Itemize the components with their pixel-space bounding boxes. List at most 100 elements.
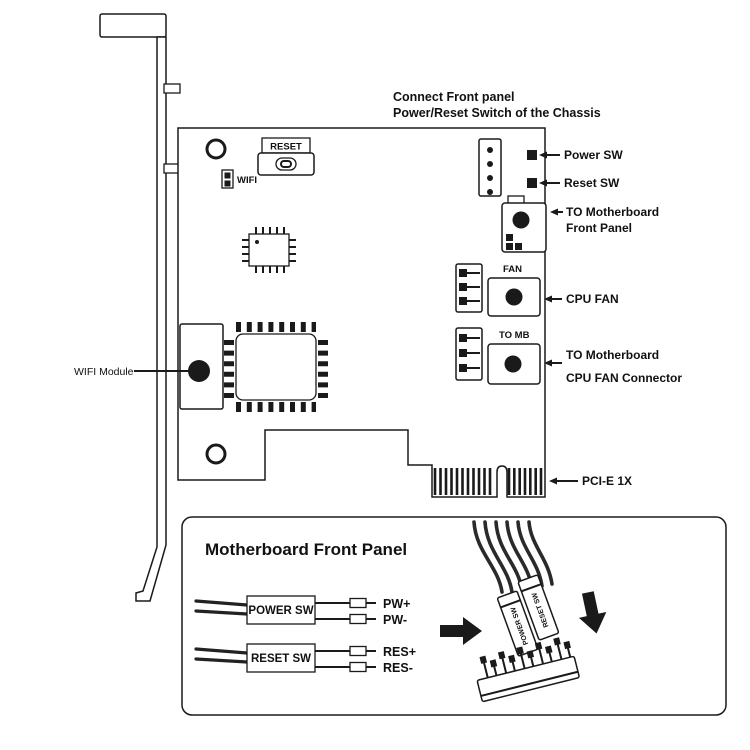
pcie-arrowhead-icon bbox=[549, 477, 557, 485]
wifi-module-label: WIFI Module bbox=[74, 366, 134, 378]
pcie-edge-connector bbox=[433, 468, 543, 495]
header-pin-dot-4 bbox=[487, 189, 493, 195]
pcie-label: PCI-E 1X bbox=[582, 474, 632, 488]
front-panel-connector-hole bbox=[512, 211, 530, 229]
down-arrow-icon bbox=[578, 591, 607, 634]
pin-head bbox=[563, 640, 571, 650]
power-sw-pad bbox=[527, 150, 537, 160]
pin-head bbox=[497, 651, 506, 660]
qfp-chip bbox=[224, 322, 328, 412]
to-mb-pin-1 bbox=[459, 334, 467, 342]
to-mb-pin-2 bbox=[459, 349, 467, 357]
ic-pin1-dot bbox=[255, 240, 259, 244]
header-pins-front bbox=[493, 647, 573, 680]
wifi-module: WIFI Module bbox=[74, 323, 224, 410]
power-sw-box-label: POWER SW bbox=[248, 605, 313, 617]
wifi-header: WIFI bbox=[221, 169, 257, 189]
bracket-top-tab bbox=[99, 13, 167, 38]
reset-label: RESET bbox=[270, 142, 302, 153]
res-minus-label: RES- bbox=[383, 661, 413, 675]
pw-minus-label: PW- bbox=[383, 613, 407, 627]
switch-pin-header bbox=[478, 138, 502, 197]
mounting-hole-top bbox=[205, 138, 227, 160]
power-cable-2 bbox=[194, 609, 249, 616]
fp-pin-1 bbox=[506, 234, 513, 241]
to-mb-connector: TO MB TO Motherboard CPU FAN Connector bbox=[455, 327, 682, 385]
pcie-callout: PCI-E 1X bbox=[549, 474, 632, 488]
wire-6 bbox=[527, 520, 554, 586]
front-panel-connector: TO Motherboard Front Panel bbox=[501, 195, 659, 253]
wifi-antenna-connector bbox=[188, 360, 210, 382]
header-pin-dot-3 bbox=[487, 175, 493, 181]
pci-bracket bbox=[99, 13, 181, 602]
fan-socket-hole bbox=[505, 288, 523, 306]
reset-sw-box bbox=[246, 643, 316, 673]
power-sw-arrowhead-icon bbox=[539, 151, 547, 159]
reset-sw-arrowhead-icon bbox=[539, 179, 547, 187]
to-mb-socket-hole bbox=[504, 355, 522, 373]
fan-connector: FAN CPU FAN bbox=[455, 263, 619, 317]
wifi-pin-1 bbox=[224, 172, 231, 179]
pcie-fingers-right bbox=[507, 468, 543, 495]
power-sw-row: POWER SW PW+ PW- bbox=[194, 595, 410, 627]
reset-sw-housing bbox=[517, 574, 560, 641]
bracket-strip bbox=[135, 36, 167, 602]
bracket-hook-top bbox=[163, 83, 181, 94]
ic-chip-pins bbox=[242, 227, 296, 273]
power-housing-ridge bbox=[500, 599, 521, 609]
fan-pin-3 bbox=[459, 297, 467, 305]
fan-pin-leads bbox=[467, 272, 480, 302]
fp-pin-3 bbox=[515, 243, 522, 250]
pin-head bbox=[479, 655, 488, 664]
fan-pin-1 bbox=[459, 269, 467, 277]
fan-label: FAN bbox=[503, 264, 522, 275]
cpu-fan-label: CPU FAN bbox=[566, 292, 619, 306]
reset-sw-label: Reset SW bbox=[564, 176, 620, 190]
cpu-fan-arrowhead-icon bbox=[544, 295, 552, 303]
to-mb-cpu-fan-label-2: CPU FAN Connector bbox=[566, 371, 682, 385]
reset-sw-pad bbox=[527, 178, 537, 188]
res-plus-label: RES+ bbox=[383, 645, 416, 659]
pw-plus-label: PW+ bbox=[383, 597, 410, 611]
reset-switch: RESET bbox=[257, 137, 315, 176]
qfp-body bbox=[235, 333, 317, 401]
header-body-edge bbox=[480, 670, 579, 697]
wire-5 bbox=[516, 520, 544, 588]
top-note-line1: Connect Front panel bbox=[393, 90, 515, 104]
reset-housing-ridge bbox=[521, 583, 542, 593]
to-mb-pin-3 bbox=[459, 364, 467, 372]
pin-head bbox=[516, 646, 524, 655]
ic-chip bbox=[242, 227, 296, 273]
pw-plus-pin bbox=[349, 597, 367, 609]
fan-pin-2 bbox=[459, 283, 467, 291]
connector-illustration: POWER SW RESET SW bbox=[472, 520, 607, 703]
wifi-label: WIFI bbox=[237, 175, 257, 186]
wifi-header-body bbox=[221, 169, 234, 189]
top-note-line2: Power/Reset Switch of the Chassis bbox=[393, 106, 601, 120]
pin-head bbox=[508, 654, 516, 663]
header-pins-back bbox=[482, 643, 563, 678]
reset-switch-button bbox=[275, 157, 297, 171]
wire-1 bbox=[472, 520, 504, 594]
reset-cable-1 bbox=[194, 647, 249, 655]
res-minus-pin bbox=[349, 661, 367, 673]
header-pin-dot-1 bbox=[487, 147, 493, 153]
header-pin-dot-2 bbox=[487, 161, 493, 167]
pin-head bbox=[526, 650, 535, 659]
motherboard-pin-header bbox=[476, 637, 580, 703]
to-mb-label: TO MB bbox=[499, 330, 530, 341]
power-cable-1 bbox=[194, 599, 249, 607]
front-panel-diagram: Motherboard Front Panel POWER SW PW+ PW-… bbox=[181, 516, 727, 716]
power-sw-label: Power SW bbox=[564, 148, 623, 162]
reset-sw-callout: Reset SW bbox=[527, 176, 620, 190]
pin-head bbox=[534, 641, 543, 651]
dupont-housings: POWER SW RESET SW bbox=[497, 574, 560, 657]
front-panel-title: Motherboard Front Panel bbox=[205, 540, 407, 559]
front-panel-box bbox=[181, 516, 727, 716]
switch-pin-header-body bbox=[478, 138, 502, 197]
pin-head bbox=[489, 659, 498, 668]
top-note: Connect Front panel Power/Reset Switch o… bbox=[393, 90, 601, 120]
fp-pin-2 bbox=[506, 243, 513, 250]
pin-head bbox=[553, 637, 561, 646]
